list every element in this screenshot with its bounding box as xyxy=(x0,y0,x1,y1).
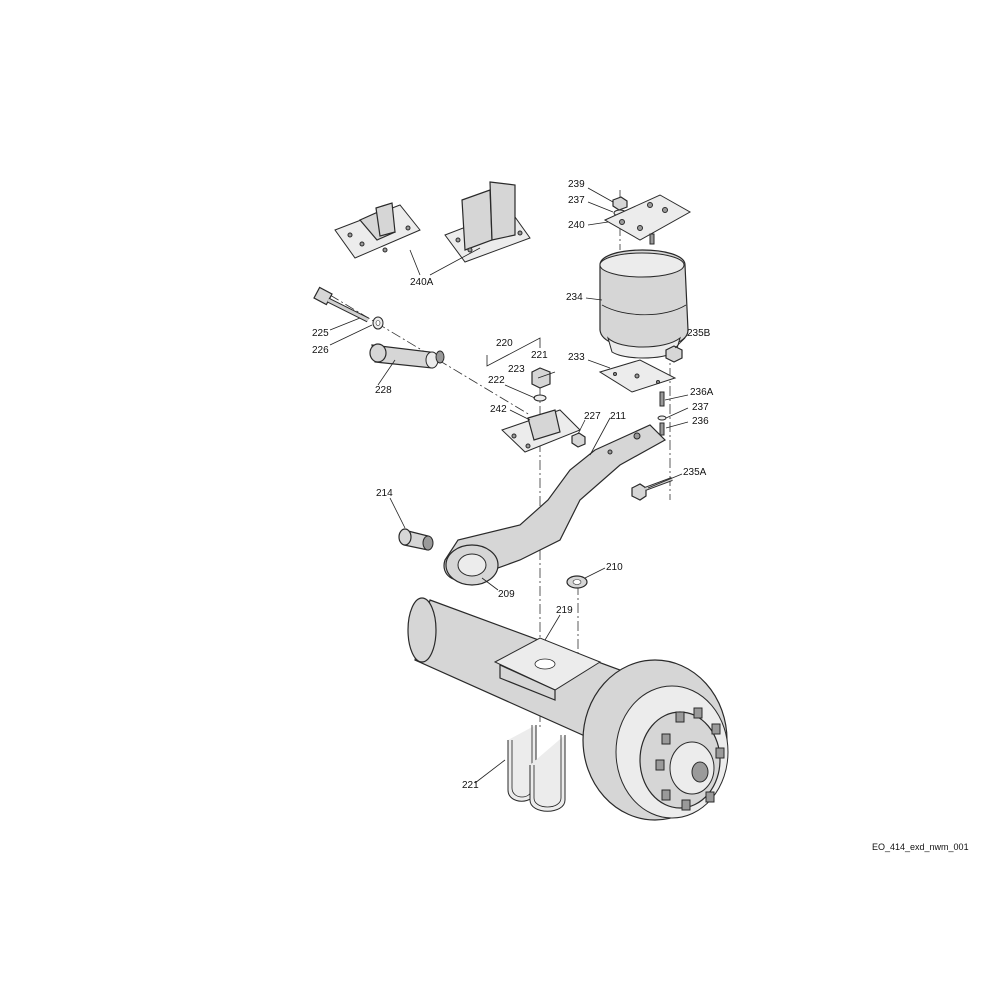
callout-234: 234 xyxy=(566,292,583,303)
bracket-240A-right xyxy=(444,181,531,263)
callout-223: 223 xyxy=(508,364,525,375)
callout-237-lower: 237 xyxy=(692,402,709,413)
callout-228: 228 xyxy=(375,385,392,396)
u-bolts-221 xyxy=(507,725,566,812)
callout-211: 211 xyxy=(610,411,626,422)
bolt-236 xyxy=(659,422,665,436)
bushing-228 xyxy=(369,343,445,369)
callout-222: 222 xyxy=(488,375,505,386)
callout-236: 236 xyxy=(692,416,709,427)
air-spring-234 xyxy=(599,249,689,359)
nut-235B xyxy=(665,345,683,363)
callout-233: 233 xyxy=(568,352,585,363)
callout-240A: 240A xyxy=(410,277,434,288)
callout-235B: 235B xyxy=(687,328,711,339)
leader-lines xyxy=(329,187,689,784)
callout-242: 242 xyxy=(490,404,507,415)
callout-239: 239 xyxy=(568,179,585,190)
bushing-214 xyxy=(398,528,434,551)
nut-227 xyxy=(571,432,586,448)
washer-210 xyxy=(566,575,588,589)
callout-210: 210 xyxy=(606,562,623,573)
callout-219: 219 xyxy=(556,605,573,616)
washer-222 xyxy=(533,394,547,402)
callout-225: 225 xyxy=(312,328,329,339)
group-leader-240A xyxy=(409,247,481,276)
bolt-236A xyxy=(659,391,665,407)
callout-226: 226 xyxy=(312,345,329,356)
callout-214: 214 xyxy=(376,488,393,499)
bracket-240A-left xyxy=(334,202,421,259)
callout-221-top: 221 xyxy=(531,350,548,361)
callout-236A: 236A xyxy=(690,387,714,398)
callout-221-bottom: 221 xyxy=(462,780,479,791)
axle-seat-219 xyxy=(493,637,602,701)
arm-eye-209 xyxy=(445,544,499,586)
callout-209: 209 xyxy=(498,589,515,600)
mount-plate-242 xyxy=(501,409,581,453)
group-bracket-220 xyxy=(486,337,541,367)
bolt-235A xyxy=(631,477,673,501)
callout-227: 227 xyxy=(584,411,601,422)
washer-237-lower xyxy=(657,415,667,421)
callout-labels: 239 237 240 240A 234 225 226 235B 220 22… xyxy=(312,179,714,791)
callout-235A: 235A xyxy=(683,467,707,478)
callout-237-top: 237 xyxy=(568,195,585,206)
plate-233 xyxy=(598,359,677,393)
wheel-studs xyxy=(655,707,725,811)
bolt-225 xyxy=(313,286,370,323)
drawing-id: EO_414_exd_nwm_001 xyxy=(872,842,969,852)
nut-223 xyxy=(531,367,551,389)
nut-239 xyxy=(612,196,628,211)
callout-240: 240 xyxy=(568,220,585,231)
callout-220: 220 xyxy=(496,338,513,349)
washer-226 xyxy=(372,316,384,330)
